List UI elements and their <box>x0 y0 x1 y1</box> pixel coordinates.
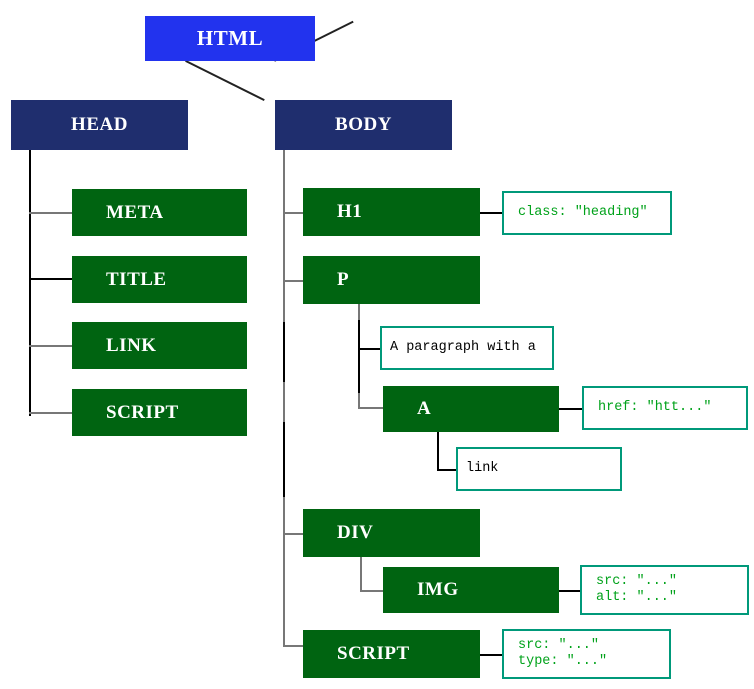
connector-body-to-p <box>283 280 305 282</box>
connector-a-trunk <box>437 431 439 470</box>
attr-img-line2: alt: "..." <box>596 590 678 605</box>
text-node-link-line1: link <box>466 461 499 476</box>
connector-h1-to-attr <box>480 212 503 214</box>
node-body-script[interactable]: SCRIPT <box>303 630 480 678</box>
node-link-label: LINK <box>106 334 157 356</box>
node-head-script-label: SCRIPT <box>106 401 179 423</box>
node-img-label: IMG <box>417 579 459 600</box>
node-title[interactable]: TITLE <box>72 256 247 303</box>
connector-head-to-script <box>29 412 74 414</box>
connector-p-to-a <box>358 407 385 409</box>
node-head-label: HEAD <box>71 114 128 135</box>
attr-script-line2: type: "..." <box>518 654 608 669</box>
node-head[interactable]: HEAD <box>11 100 188 150</box>
connector-body-trunk-dark-a <box>283 322 285 382</box>
connector-html-head <box>185 60 265 102</box>
connector-body-to-div <box>283 533 305 535</box>
connector-a-to-attr <box>558 408 582 410</box>
node-body[interactable]: BODY <box>275 100 452 150</box>
connector-script-to-attr <box>480 654 502 656</box>
connector-head-to-title <box>29 278 74 280</box>
attr-a-href-line1: href: "htt..." <box>598 400 712 415</box>
node-p-label: P <box>337 269 350 290</box>
node-h1-label: H1 <box>337 201 363 222</box>
connector-body-to-h1 <box>283 212 305 214</box>
node-body-label: BODY <box>335 114 392 135</box>
node-body-script-label: SCRIPT <box>337 643 410 664</box>
connector-body-trunk <box>283 150 285 645</box>
node-h1[interactable]: H1 <box>303 188 480 236</box>
attr-box-h1-class: class: "heading" <box>502 191 672 235</box>
attr-img-line1: src: "..." <box>596 574 678 589</box>
connector-p-trunk-dark <box>358 320 360 393</box>
attr-h1-class-line1: class: "heading" <box>518 205 648 220</box>
node-title-label: TITLE <box>106 268 167 290</box>
attr-script-line1: src: "..." <box>518 638 600 653</box>
node-link[interactable]: LINK <box>72 322 247 369</box>
connector-body-to-script <box>283 645 305 647</box>
connector-img-to-attr <box>558 590 580 592</box>
connector-a-to-linktext <box>437 469 457 471</box>
connector-body-trunk-dark-b <box>283 422 285 497</box>
connector-head-trunk <box>29 150 31 416</box>
node-html[interactable]: HTML <box>145 16 315 61</box>
connector-head-to-link <box>29 345 74 347</box>
node-html-label: HTML <box>196 26 264 50</box>
text-node-paragraph-line1: A paragraph with a <box>390 340 536 355</box>
node-a[interactable]: A <box>383 386 559 432</box>
node-div[interactable]: DIV <box>303 509 480 557</box>
node-img[interactable]: IMG <box>383 567 559 613</box>
attr-box-img: src: "..." alt: "..." <box>580 565 749 615</box>
node-meta[interactable]: META <box>72 189 247 236</box>
attr-box-script: src: "..." type: "..." <box>502 629 671 679</box>
node-meta-label: META <box>106 201 164 223</box>
node-a-label: A <box>417 398 432 419</box>
connector-div-to-img <box>360 590 385 592</box>
connector-p-to-text <box>358 348 380 350</box>
attr-box-a-href: href: "htt..." <box>582 386 748 430</box>
node-head-script[interactable]: SCRIPT <box>72 389 247 436</box>
node-div-label: DIV <box>337 522 374 543</box>
text-node-paragraph: A paragraph with a <box>380 326 554 370</box>
node-p[interactable]: P <box>303 256 480 304</box>
connector-head-to-meta <box>29 212 74 214</box>
connector-div-trunk <box>360 556 362 591</box>
text-node-link: link <box>456 447 622 491</box>
